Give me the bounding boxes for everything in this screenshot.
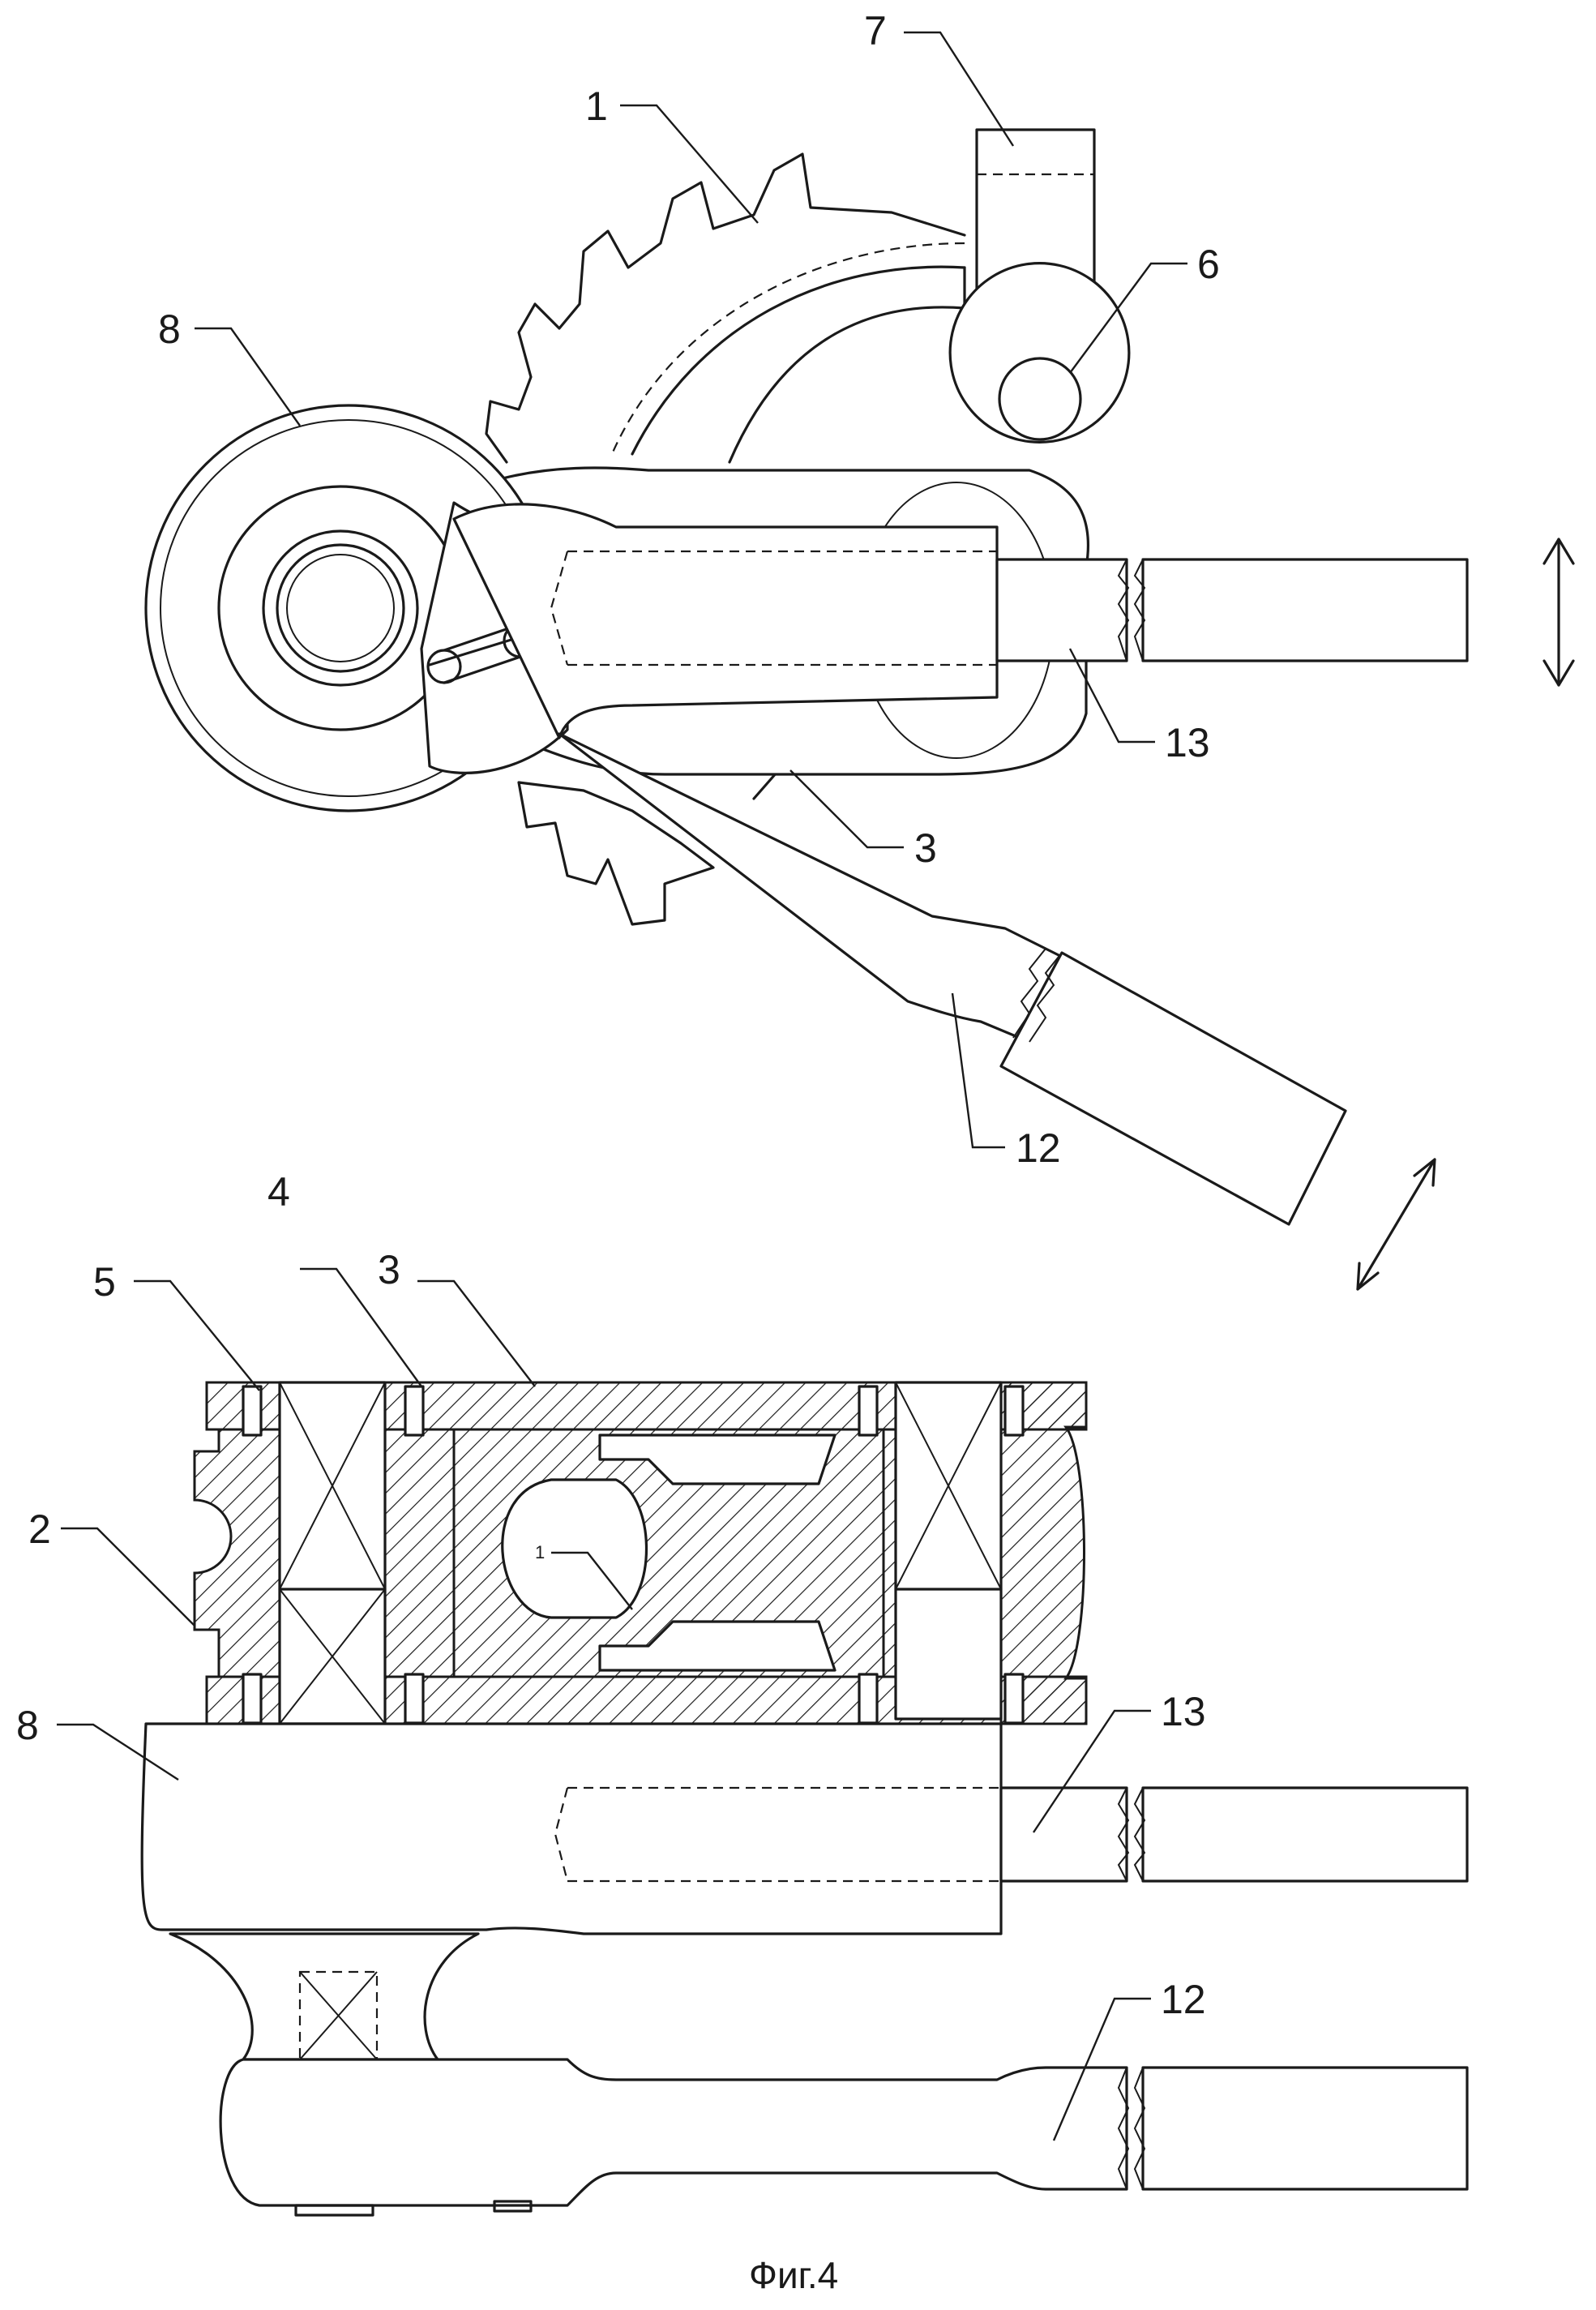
top-view: 1 7 6 8 13 3 12 <box>144 8 1575 1291</box>
label-head-section: 8 <box>16 1703 39 1748</box>
right-wall-thin <box>882 1428 897 1678</box>
label-sector: 1 <box>585 84 608 129</box>
vertical-double-arrow-icon <box>1543 538 1575 687</box>
upper-slot <box>598 1434 837 1485</box>
label-shaft: 6 <box>1197 242 1220 287</box>
label-handle: 12 <box>1016 1125 1061 1171</box>
handle-side <box>219 2058 1469 2217</box>
left-body <box>193 1428 281 1678</box>
label-sector-section: 1 <box>535 1542 545 1562</box>
lower-slot <box>598 1620 837 1672</box>
bracket <box>948 128 1131 444</box>
middle-wall <box>383 1428 456 1678</box>
oval-cavity <box>501 1478 648 1619</box>
label-head: 8 <box>158 306 181 352</box>
label-bracket: 7 <box>864 8 887 54</box>
section-view: 4 5 3 2 1 8 13 12 <box>16 1169 1469 2217</box>
extension-side <box>999 1786 1469 1883</box>
top-leaders <box>195 31 1187 1149</box>
right-outer-body <box>999 1381 1088 1725</box>
label-extension-section: 13 <box>1161 1689 1206 1734</box>
label-housing: 3 <box>914 825 937 871</box>
label-section-ref: 4 <box>267 1169 290 1215</box>
section-leaders <box>57 1267 1151 2141</box>
label-extension: 13 <box>1165 720 1210 765</box>
bearing-right <box>894 1381 1003 1721</box>
diagonal-double-arrow-icon <box>1356 1158 1436 1291</box>
label-bolt: 5 <box>93 1259 116 1305</box>
figure-caption: Фиг.4 <box>749 2254 838 2296</box>
bearing-left <box>278 1381 387 1725</box>
label-handle-section: 12 <box>1161 1977 1206 2022</box>
handle-arm-top <box>452 503 1347 1226</box>
bolt-row <box>242 1385 1025 1725</box>
head-side <box>140 1722 1003 2061</box>
label-body: 2 <box>28 1506 51 1552</box>
label-housing-section: 3 <box>378 1247 400 1292</box>
extension-top <box>995 558 1469 662</box>
